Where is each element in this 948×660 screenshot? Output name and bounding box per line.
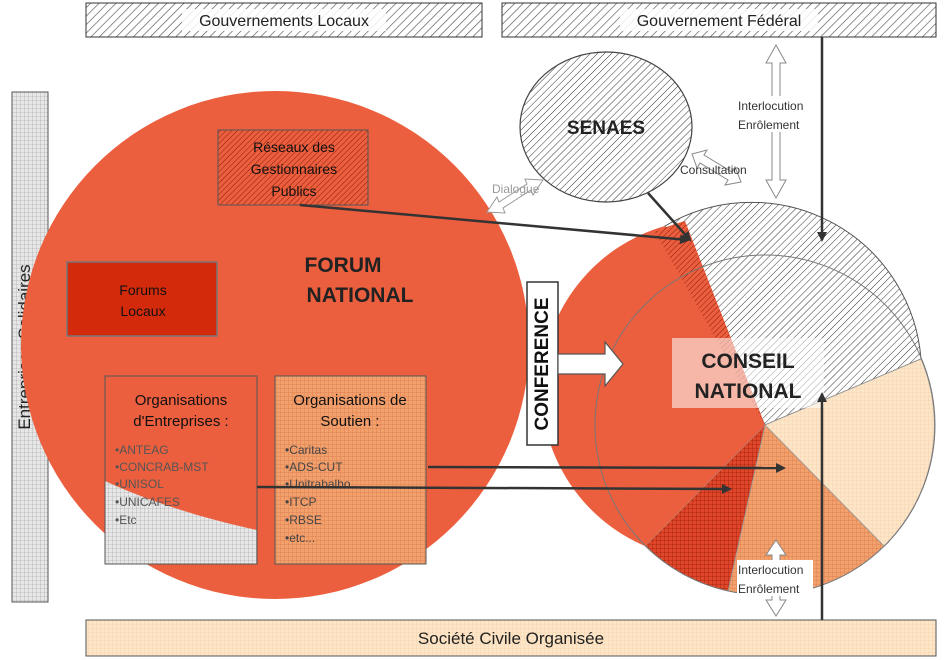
dialogue-double-arrow [486,178,544,214]
public-managers-line1: Réseaux des [253,139,335,155]
consultation-label: Consultation [680,163,747,177]
senaes-arrow [647,192,692,242]
interlocution-bottom-label: Interlocution [738,563,803,577]
support-org-item: •ITCP [285,495,317,509]
interlocution-bottom-label-bg [737,560,813,596]
support-org-item: •RBSE [285,513,322,527]
enrolement-bottom-label: Enrôlement [738,582,800,596]
public-managers-line3: Publics [271,183,316,199]
public-managers-network-box: Réseaux des Gestionnaires Publics [217,129,369,206]
interlocution-top-label: Interlocution [738,99,803,113]
local-forums-box: Forums Locaux [66,261,218,337]
conseil-national-pie: CONSEIL NATIONAL [541,201,936,596]
pie-sector-forum [541,226,765,546]
forum-national-title-line1: FORUM [305,254,382,277]
enterprise-organizations-box: Organisations d'Entreprises : •ANTEAG •C… [104,375,258,565]
support-organizations-title-line1: Organisations de [293,392,406,409]
senaes-label: SENAES [567,118,645,139]
public-managers-line2: Gestionnaires [251,161,337,177]
federal-government-label: Gouvernement Fédéral [637,13,802,30]
local-governments-bar: Gouvernements Locaux [85,2,483,38]
senaes-ellipse: SENAES [519,51,693,203]
consultation-double-arrow [691,149,742,186]
enterprise-organizations-arrow [256,483,732,494]
federal-government-bar: Gouvernement Fédéral [501,2,937,38]
conseil-national-label-bg [672,338,824,408]
dialogue-label: Dialogue [492,182,540,196]
local-governments-label: Gouvernements Locaux [199,13,369,30]
support-organizations-title-line2: Soutien : [320,413,379,430]
conference-box: CONFERENCE [526,281,559,446]
enterprise-org-item: •Etc [115,513,137,527]
conseil-national-line2: NATIONAL [695,380,802,403]
enterprise-org-item: •ANTEAG [115,443,169,457]
support-organizations-box: Organisations de Soutien : •Caritas •ADS… [274,375,427,565]
local-forums-line1: Forums [119,282,166,298]
support-org-item: •Caritas [285,443,327,457]
support-organizations-arrow [427,462,786,473]
conference-label: CONFERENCE [532,297,553,430]
local-forums-line2: Locaux [120,303,165,319]
enterprise-organizations-title-line1: Organisations [135,392,228,409]
enterprise-org-item: •UNISOL [115,477,164,491]
forum-national-title-line2: NATIONAL [307,284,414,307]
support-org-item: •ADS-CUT [285,460,343,474]
enterprise-organizations-title-line2: d'Entreprises : [133,413,228,430]
civil-society-label: Société Civile Organisée [418,629,604,648]
enterprise-org-item: •CONCRAB-MST [115,460,209,474]
interlocution-top-label-bg [737,96,813,132]
enrolement-top-label: Enrôlement [738,118,800,132]
pie-sector-government [664,201,922,426]
conseil-national-line1: CONSEIL [701,350,795,373]
conference-arrow [557,340,624,388]
enterprise-org-item: •UNICAFES [115,495,180,509]
support-org-item: •etc... [285,531,315,545]
civil-society-bar: Société Civile Organisée [85,619,937,657]
support-org-item: •Unitrabalho [285,477,351,491]
public-managers-arrow [299,203,690,245]
